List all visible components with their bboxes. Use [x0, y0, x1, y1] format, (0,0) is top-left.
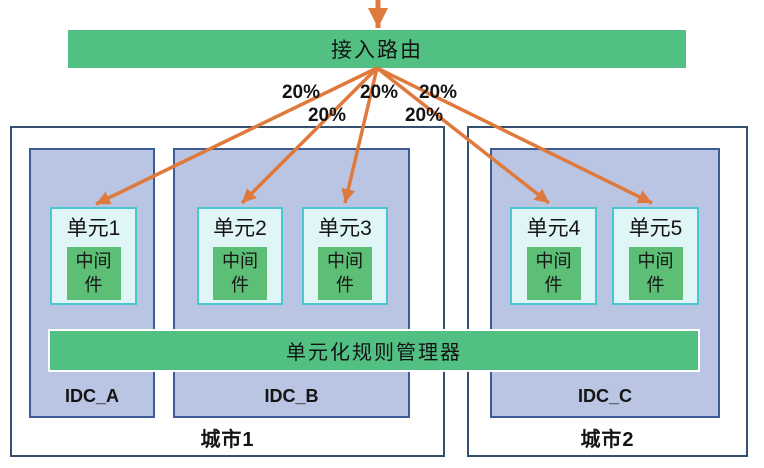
- traffic-percent-label-4: 20%: [307, 105, 347, 126]
- idc-a-label: IDC_A: [64, 386, 119, 406]
- unit-3-middleware-box: 中间 件: [318, 247, 372, 300]
- middleware-label-line1: 中间: [535, 251, 572, 272]
- unit-3-label: 单元3: [318, 217, 372, 240]
- unit-4-label: 单元4: [526, 217, 581, 240]
- middleware-label-line1: 中间: [327, 251, 363, 272]
- idc-b-label: IDC_B: [264, 386, 319, 406]
- rule-manager-label: 单元化规则管理器: [286, 342, 462, 364]
- middleware-label-line1: 中间: [222, 251, 258, 272]
- unit-2-box: 单元2 中间 件: [197, 207, 283, 305]
- rule-manager-bar: 单元化规则管理器: [48, 329, 700, 372]
- traffic-percent-label-5: 20%: [404, 105, 444, 126]
- traffic-percent-label-2: 20%: [359, 82, 399, 103]
- city-2-label: 城市2: [580, 429, 635, 451]
- unit-5-box: 单元5 中间 件: [612, 207, 699, 305]
- access-router-label: 接入路由: [331, 39, 423, 62]
- middleware-label-line2: 件: [84, 274, 103, 295]
- middleware-label-line2: 件: [544, 274, 563, 295]
- city-1-label: 城市1: [200, 429, 255, 451]
- unit-4-middleware-box: 中间 件: [526, 247, 581, 300]
- unit-1-box: 单元1 中间 件: [50, 207, 137, 305]
- unit-1-middleware-box: 中间 件: [66, 247, 121, 300]
- traffic-percent-label-3: 20%: [418, 82, 458, 103]
- middleware-label-line1: 中间: [75, 251, 112, 272]
- unit-2-label: 单元2: [213, 217, 267, 240]
- unit-2-middleware-box: 中间 件: [213, 247, 267, 300]
- middleware-label-line2: 件: [231, 274, 249, 295]
- traffic-percent-label-1: 20%: [281, 82, 321, 103]
- middleware-label-line2: 件: [646, 274, 665, 295]
- access-router-bar: 接入路由: [68, 30, 686, 68]
- unit-4-box: 单元4 中间 件: [510, 207, 597, 305]
- unit-5-middleware-box: 中间 件: [628, 247, 683, 300]
- unit-5-label: 单元5: [628, 217, 683, 240]
- unit-1-label: 单元1: [66, 217, 121, 240]
- middleware-label-line1: 中间: [637, 251, 674, 272]
- idc-c-label: IDC_C: [577, 386, 632, 406]
- unit-3-box: 单元3 中间 件: [302, 207, 388, 305]
- middleware-label-line2: 件: [336, 274, 354, 295]
